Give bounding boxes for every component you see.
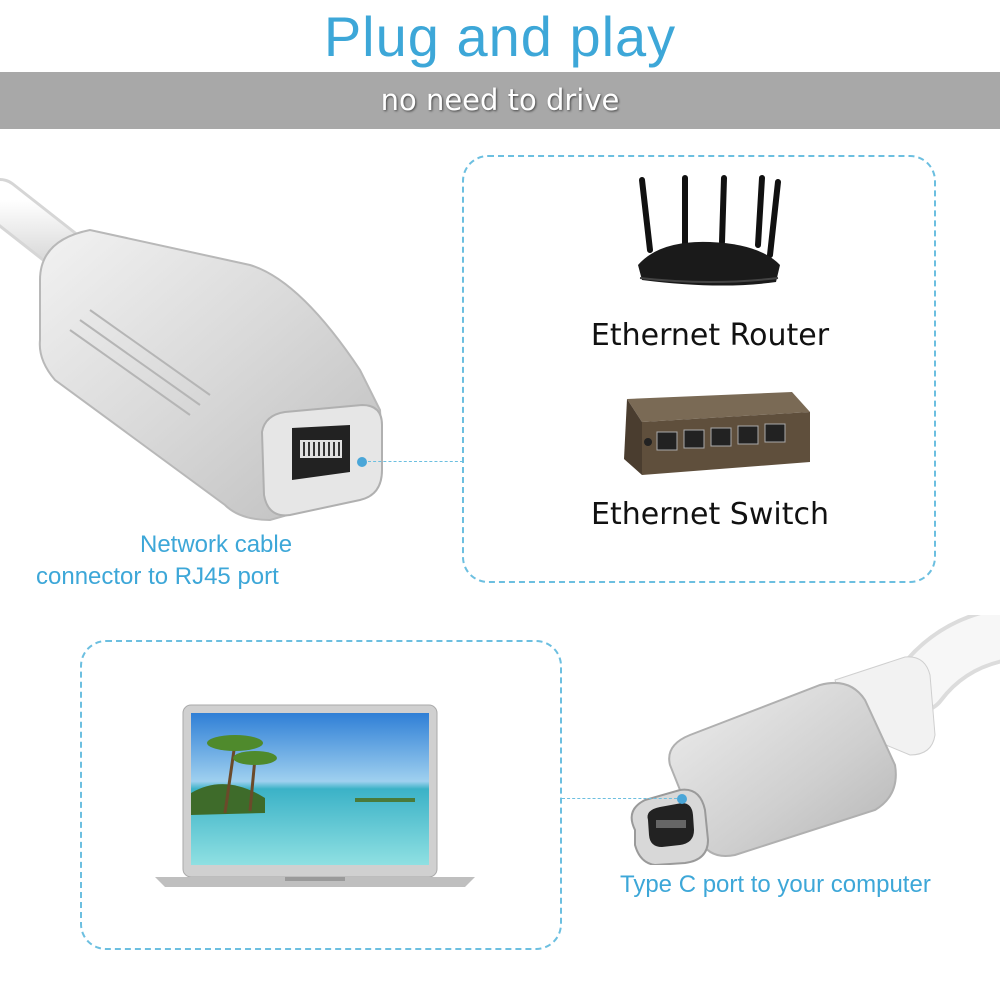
page-title: Plug and play — [323, 5, 677, 68]
rj45-connector-line — [368, 461, 463, 462]
router-label: Ethernet Router — [590, 318, 830, 353]
switch-icon — [624, 392, 810, 475]
laptop-icon — [155, 704, 475, 887]
router-icon — [638, 175, 781, 286]
switch-label: Ethernet Switch — [591, 497, 829, 532]
typec-callout-dot — [677, 794, 687, 804]
rj45-callout-dot — [357, 457, 367, 467]
rj45-callout-line1: Network cable — [140, 531, 293, 558]
usb-c-plug-icon — [630, 615, 1000, 865]
rj45-callout-line2: connector to RJ45 port — [36, 563, 279, 590]
typec-connector-line — [562, 798, 677, 799]
computer-box — [80, 640, 562, 950]
network-devices-box — [462, 155, 936, 583]
typec-callout: Type C port to your computer — [620, 871, 931, 898]
ethernet-adapter-icon — [0, 178, 383, 522]
subtitle-banner: no need to drive — [0, 72, 1000, 129]
